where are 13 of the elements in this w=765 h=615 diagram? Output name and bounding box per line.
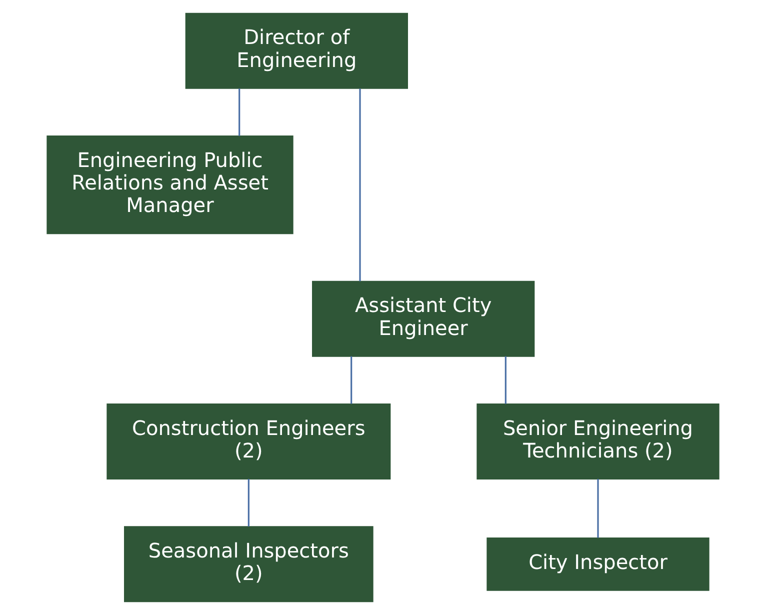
- connector: [596, 478, 598, 538]
- node-box: City Inspector: [486, 538, 709, 591]
- connector: [247, 478, 249, 526]
- connector: [350, 356, 352, 404]
- node-box: Assistant City Engineer: [312, 280, 534, 357]
- node-box: Seasonal Inspectors (2): [124, 526, 373, 602]
- connector: [238, 88, 240, 136]
- connector: [504, 356, 506, 404]
- node-box: Senior Engineering Technicians (2): [476, 404, 719, 480]
- node-box: Construction Engineers (2): [106, 404, 390, 480]
- node-box: Director of Engineering: [184, 12, 408, 89]
- connector: [358, 88, 360, 282]
- node-box: Engineering Public Relations and Asset Manager: [46, 136, 293, 234]
